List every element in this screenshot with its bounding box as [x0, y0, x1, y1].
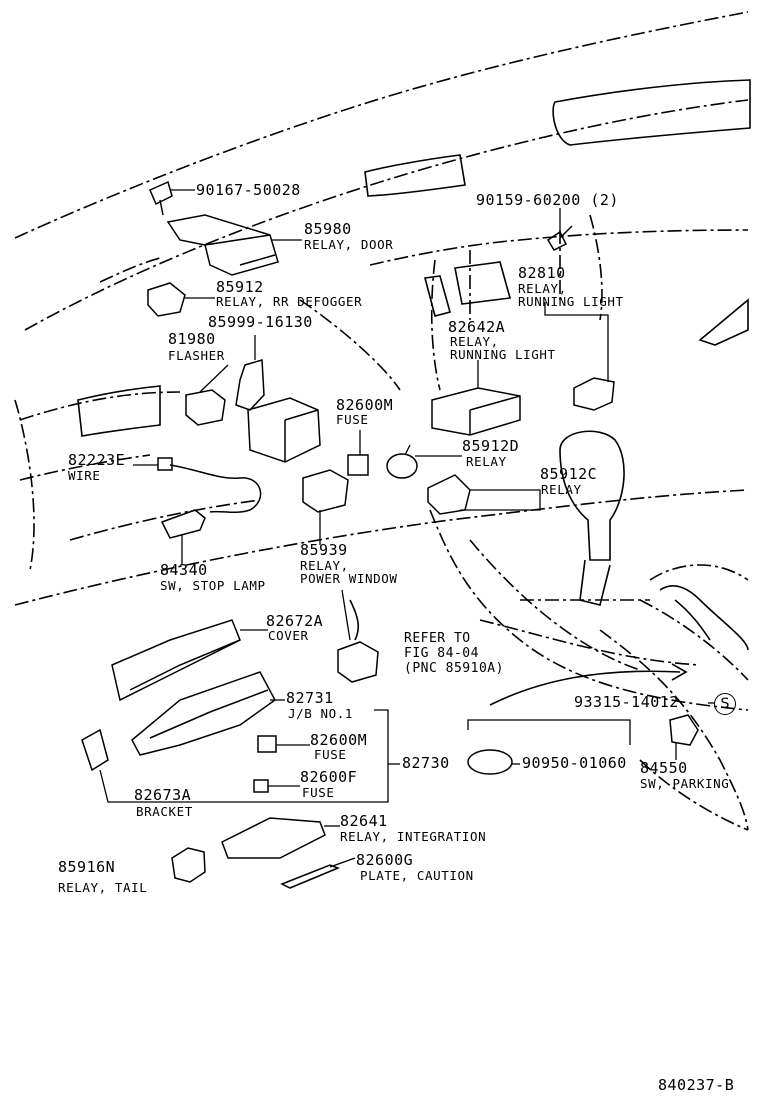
part-number-82223E: 82223E	[68, 451, 126, 469]
part-desc-85912C: RELAY	[541, 482, 582, 497]
dashboard-openings	[77, 79, 751, 437]
part-desc-82731: J/B NO.1	[288, 706, 354, 721]
part-desc-85912: RELAY, RR DEFOGGER	[216, 294, 363, 309]
part-number-82600M-bottom: 82600M	[310, 731, 368, 749]
part-desc1-82810: RELAY,	[518, 281, 567, 296]
part-number-84550: 84550	[640, 759, 688, 777]
part-number-82641: 82641	[340, 812, 388, 830]
refer-line3: (PNC 85910A)	[404, 661, 504, 676]
part-desc-84340: SW, STOP LAMP	[160, 578, 266, 593]
part-number-82673A: 82673A	[134, 786, 192, 804]
part-desc-82600G: PLATE, CAUTION	[360, 868, 474, 883]
part-number-82731: 82731	[286, 689, 334, 707]
part-desc-82600M-bottom: FUSE	[314, 747, 347, 762]
part-number-81980: 81980	[168, 330, 216, 348]
direction-arrows	[349, 599, 688, 706]
part-number-82730: 82730	[402, 754, 450, 772]
part-desc-85916N: RELAY, TAIL	[58, 880, 148, 895]
part-number-82672A: 82672A	[266, 612, 324, 630]
part-desc-81980: FLASHER	[168, 348, 225, 363]
part-number-82642A: 82642A	[448, 318, 506, 336]
part-number-85912C: 85912C	[540, 465, 598, 483]
part-number-85916N: 85916N	[58, 858, 116, 876]
part-number-85939: 85939	[300, 541, 348, 559]
part-desc-84550: SW, PARKING	[640, 776, 730, 791]
part-number-85912: 85912	[216, 278, 264, 296]
part-desc1-85939: RELAY,	[300, 558, 349, 573]
part-desc-85980: RELAY, DOOR	[304, 237, 394, 252]
dashboard-outline	[14, 11, 749, 831]
leader-lines	[99, 189, 714, 868]
refer-line1: REFER TO	[404, 631, 471, 646]
part-shapes	[81, 180, 699, 889]
part-desc-82223E: WIRE	[68, 468, 101, 483]
part-desc1-82642A: RELAY,	[450, 334, 499, 349]
part-number-90950: 90950-01060	[522, 754, 627, 772]
part-number-84340: 84340	[160, 561, 208, 579]
part-number-82600F: 82600F	[300, 768, 358, 786]
part-number-85999: 85999-16130	[208, 313, 313, 331]
part-desc-82672A: COVER	[268, 628, 309, 643]
part-number-90167: 90167-50028	[196, 181, 301, 199]
gear-shifter	[559, 430, 625, 606]
part-desc-82641: RELAY, INTEGRATION	[340, 829, 487, 844]
part-number-82600M-top: 82600M	[336, 396, 394, 414]
part-desc2-85939: POWER WINDOW	[300, 571, 398, 586]
part-desc-82600M-top: FUSE	[336, 412, 369, 427]
refer-line2: FIG 84-04	[404, 646, 479, 661]
part-number-93315: 93315-14012	[574, 693, 679, 711]
part-number-82600G: 82600G	[356, 851, 414, 869]
part-desc-82600F: FUSE	[302, 785, 335, 800]
part-desc-82673A: BRACKET	[136, 804, 193, 819]
s-mark-icon: S	[714, 693, 736, 715]
diagram-id: 840237-B	[658, 1076, 735, 1094]
part-desc-85912D: RELAY	[466, 454, 507, 469]
part-desc2-82810: RUNNING LIGHT	[518, 294, 624, 309]
part-number-85980: 85980	[304, 220, 352, 238]
part-number-85912D: 85912D	[462, 437, 520, 455]
part-desc2-82642A: RUNNING LIGHT	[450, 347, 556, 362]
parking-brake	[659, 585, 749, 651]
part-number-90159: 90159-60200 (2)	[476, 191, 619, 209]
part-number-82810: 82810	[518, 264, 566, 282]
